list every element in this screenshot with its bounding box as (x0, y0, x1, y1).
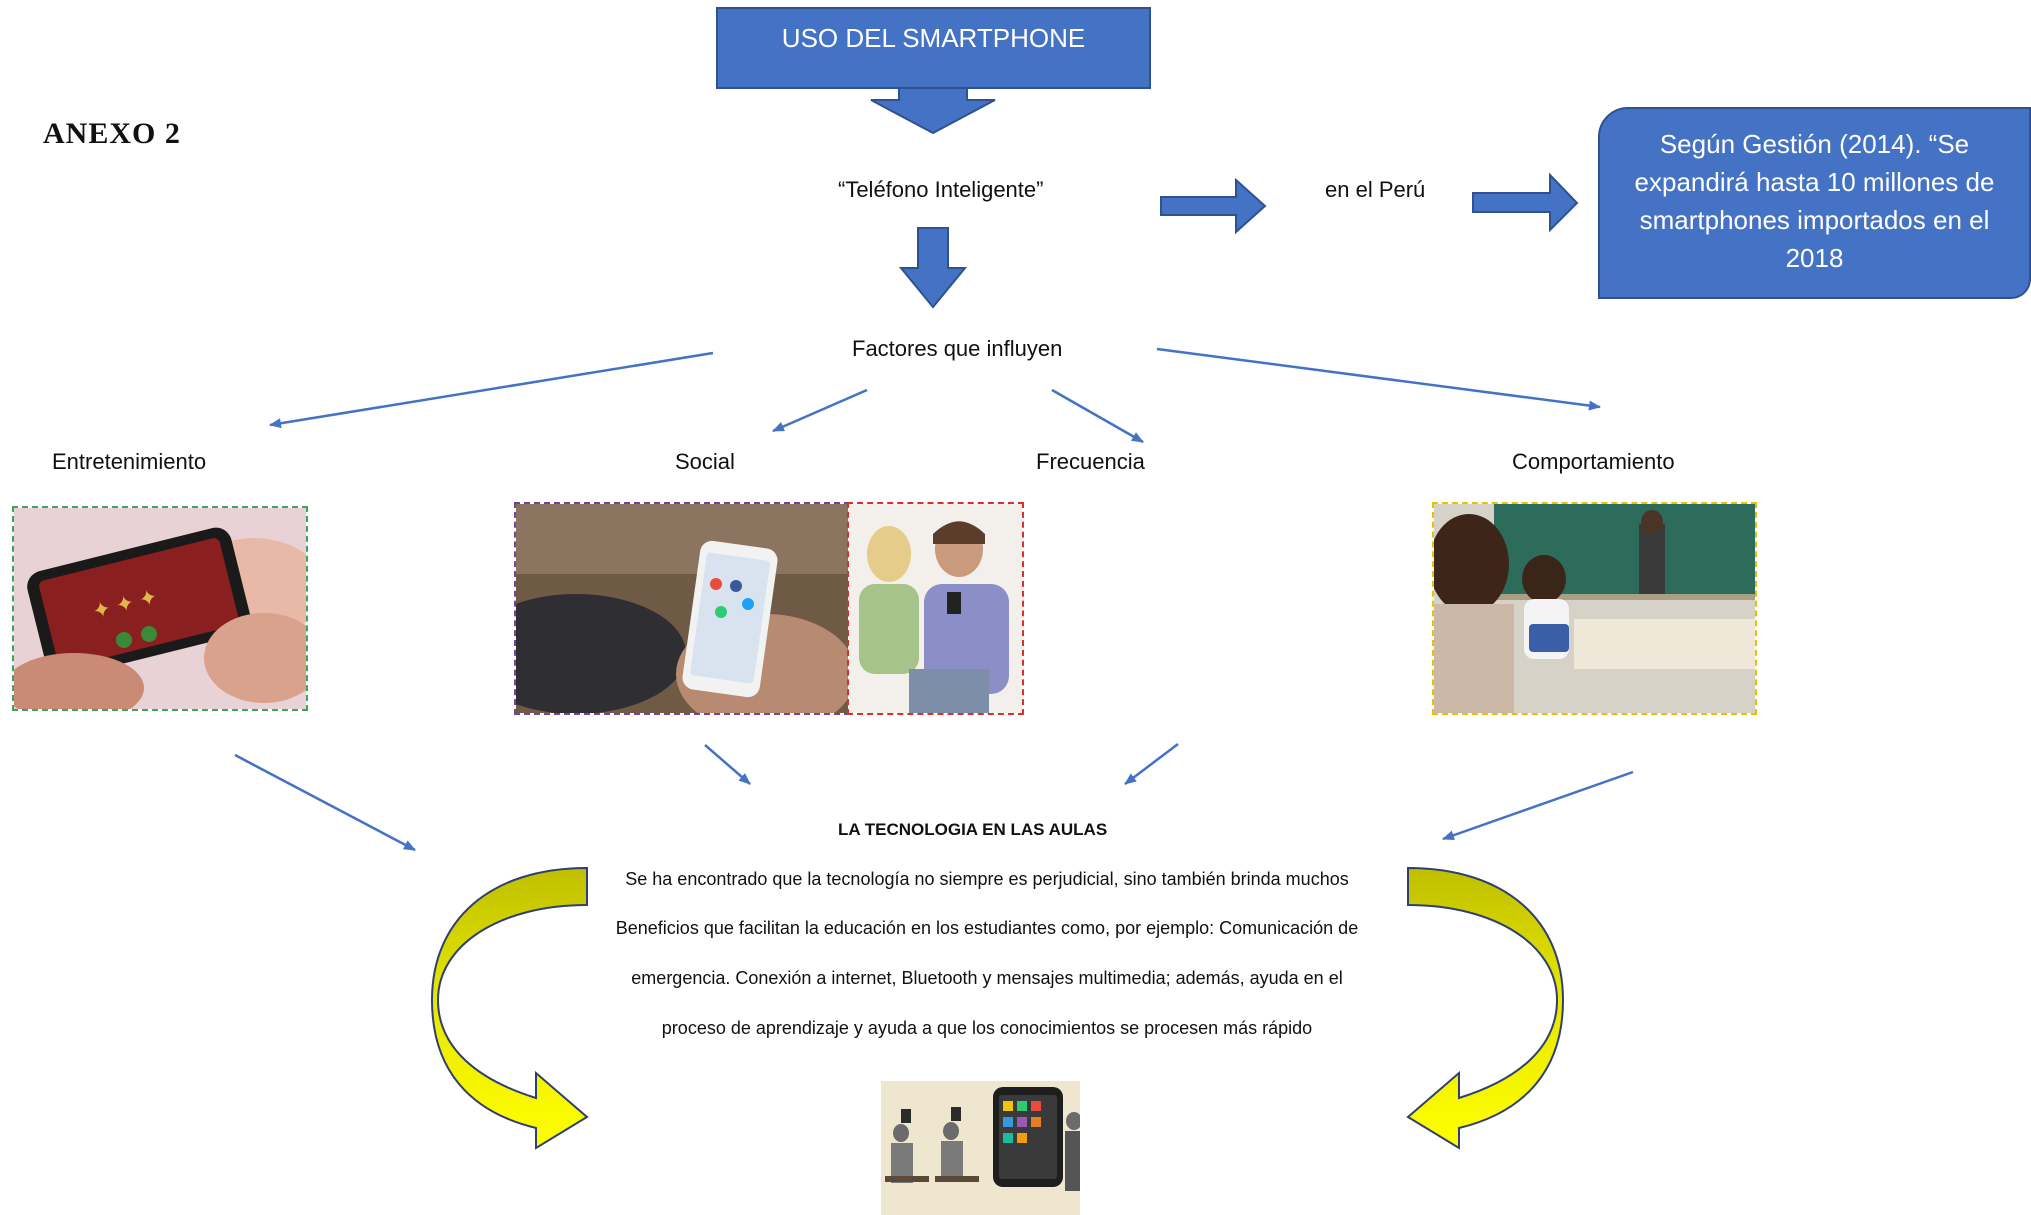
factor-social: Social (675, 449, 735, 474)
factor-comportamiento: Comportamiento (1512, 449, 1675, 474)
connector-frecuencia-aulas (1124, 743, 1179, 785)
peru-label: en el Perú (1325, 177, 1426, 202)
left-curved-arrow (430, 866, 589, 1150)
photo-comportamiento (1432, 502, 1757, 715)
title-box: USO DEL SMARTPHONE (716, 7, 1151, 89)
factor-frecuencia: Frecuencia (1036, 449, 1145, 474)
classroom-title: LA TECNOLOGIA EN LAS AULAS (838, 820, 1108, 839)
connector-frecuencia (1051, 388, 1144, 444)
factors-label: Factores que influyen (852, 336, 1063, 361)
right-curved-arrow (1406, 866, 1565, 1150)
classroom-line-2: Beneficios que facilitan la educación en… (615, 918, 1359, 938)
connector-entretenimiento-aulas (234, 753, 416, 852)
photo-entretenimiento: ✦ ✦ ✦ (12, 506, 308, 711)
classroom-line-1: Se ha encontrado que la tecnología no si… (625, 869, 1349, 889)
photo-frecuencia (847, 502, 1024, 715)
factor-entretenimiento: Entretenimiento (52, 449, 207, 474)
classroom-illustration (881, 1081, 1080, 1215)
photo-social (514, 502, 850, 715)
connector-comportamiento-aulas (1442, 770, 1634, 841)
diagram-title: USO DEL SMARTPHONE (781, 23, 1086, 53)
right-arrow-to-peru (1160, 177, 1267, 235)
smartphone-label: “Teléfono Inteligente” (838, 177, 1044, 202)
title-down-arrow (870, 87, 996, 135)
connector-entretenimiento (269, 351, 714, 429)
right-arrow-to-quote (1472, 172, 1579, 233)
quote-text: Según Gestión (2014). “Se expandirá hast… (1634, 129, 1995, 273)
classroom-line-3: emergencia. Conexión a internet, Bluetoo… (631, 968, 1343, 988)
connector-social-aulas (704, 744, 751, 785)
smartphone-down-arrow (898, 227, 968, 309)
annex-label: ANEXO 2 (43, 117, 181, 150)
connector-social (772, 388, 868, 433)
quote-box: Según Gestión (2014). “Se expandirá hast… (1598, 107, 2031, 299)
connector-comportamiento (1156, 347, 1601, 411)
classroom-line-4: proceso de aprendizaje y ayuda a que los… (661, 1018, 1313, 1038)
